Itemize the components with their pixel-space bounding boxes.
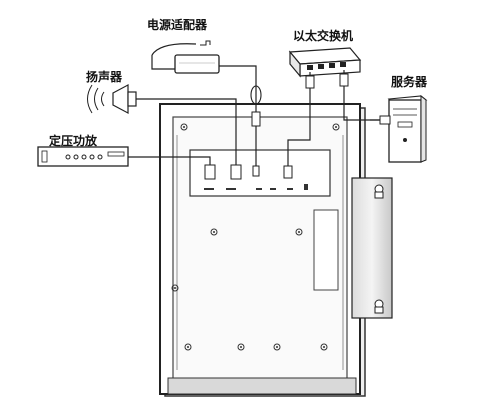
wall-mount-bracket [313,177,393,319]
power-adapter-label: 电源适配器 [147,18,208,32]
speaker-label: 扬声器 [86,70,123,84]
speaker-icon [87,84,242,180]
amplifier-label: 定压功放 [49,134,98,148]
ethernet-switch [283,47,380,179]
server-label: 服务器 [391,75,428,89]
amplifier-unit [37,146,216,180]
server-tower [370,94,428,163]
ethernet-switch-label: 以太交换机 [293,29,354,43]
main-device-enclosure [159,103,366,397]
power-adapter [151,40,262,177]
